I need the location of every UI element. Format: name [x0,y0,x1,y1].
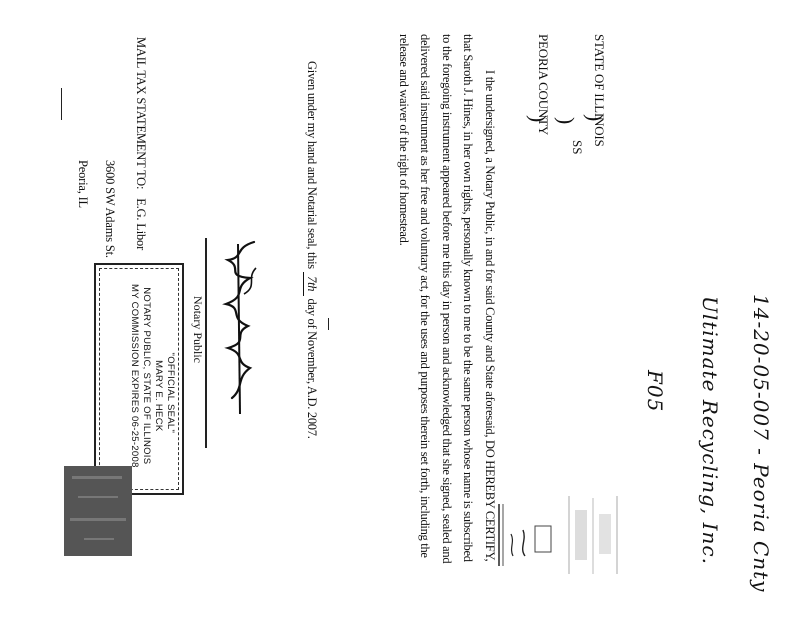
venue-brace-top: ) [583,114,608,122]
given-day: 7th [303,271,319,296]
seal-line: MY COMMISSION EXPIRES 06-25-2008 [129,284,140,468]
certificate-line: that Saroth J. Hines, in her own rights,… [461,34,476,562]
handwritten-pin: 14-20-05-007 - Peoria Cnty [749,294,773,593]
redacted-block [64,466,132,556]
certificate-line: I the undersigned, a Notary Public, in a… [483,70,497,562]
mail-to-name: E.G. Libor [134,198,148,251]
recorder-stamp [498,496,618,574]
venue-brace-mid: ) [554,117,579,125]
certificate-line: delivered said instrument as her free an… [418,34,433,558]
handwritten-company: Ultimate Recycling, Inc. [698,296,722,565]
given-line: Given under my hand and Notarial seal, t… [303,61,319,439]
mail-to-address: 3600 SW Adams St. [103,160,117,258]
notary-seal-text: "OFFICIAL SEAL" MARY E. HECK NOTARY PUBL… [128,284,176,468]
given-text: Given under my hand and Notarial seal, t… [305,61,319,269]
notary-seal [94,263,184,495]
handwritten-code: F05 [643,370,667,413]
left-margin-mark [61,88,62,120]
seal-line: "OFFICIAL SEAL" [165,352,176,434]
given-rest: day of November, A.D. 2007. [305,298,319,439]
venue-ss: SS [570,140,585,155]
certificate-line: release and waiver of the right of homes… [397,34,411,246]
notary-signature [222,240,257,415]
notary-signature-line [205,238,207,448]
certificate-line: to the foregoing instrument appeared bef… [440,34,454,564]
venue-brace-bottom: ) [526,115,551,123]
mail-to-city: Peoria, IL [76,160,90,208]
mail-to-label: MAIL TAX STATEMENT TO: [134,37,148,190]
mail-to-line: MAIL TAX STATEMENT TO: E.G. Libor [133,37,148,250]
seal-line: MARY E. HECK [153,360,164,432]
stray-mark [328,318,329,330]
seal-line: NOTARY PUBLIC, STATE OF ILLINOIS [141,287,152,465]
venue-state: STATE OF ILLINOIS [592,34,607,147]
certificate-paragraph: I the undersigned, a Notary Public, in a… [393,34,501,563]
notary-label: Notary Public [191,296,205,363]
